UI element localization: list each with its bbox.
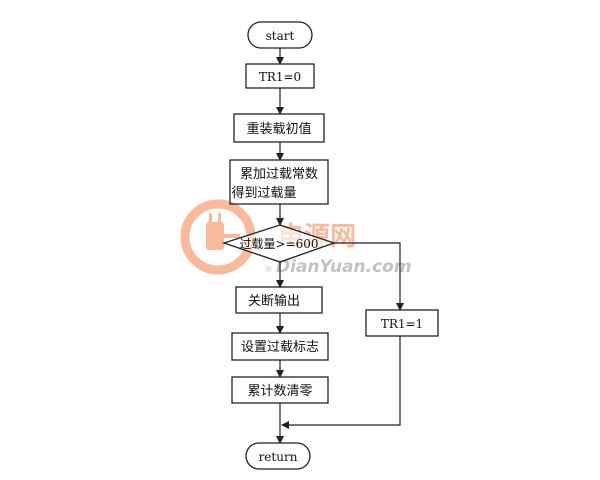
- return-terminator: return: [245, 442, 311, 470]
- start-label: start: [266, 29, 295, 43]
- accumulate-box: 累加过载常数 得到过载量: [229, 159, 329, 205]
- clear-count-box: 累计数清零: [231, 376, 329, 404]
- shutdown-label: 关断输出: [248, 293, 300, 309]
- clear-count-label: 累计数清零: [247, 384, 312, 399]
- tr1-zero-label: TR1=0: [259, 70, 301, 84]
- reload-label: 重装载初值: [246, 121, 311, 137]
- set-flag-box: 设置过载标志: [231, 332, 329, 361]
- watermark-en-text: DianYuan.com: [276, 257, 412, 277]
- reload-box: 重装载初值: [233, 113, 325, 143]
- tr1-one-label: TR1=1: [381, 317, 423, 331]
- tr1-zero-box: TR1=0: [245, 63, 315, 89]
- arrow-decision-to-tr1-one: [334, 242, 404, 311]
- decision-label: 过载量>=600: [239, 237, 318, 251]
- arrow-tr1-one-to-main: [281, 336, 401, 429]
- shutdown-box: 关断输出: [235, 286, 323, 314]
- tr1-one-box: TR1=1: [365, 309, 439, 337]
- return-label: return: [259, 450, 298, 464]
- set-flag-label: 设置过载标志: [241, 340, 319, 355]
- accumulate-label-line2: 得到过载量: [231, 185, 296, 201]
- start-terminator: start: [247, 21, 313, 49]
- watermark-registered-mark: ®: [264, 265, 273, 275]
- accumulate-label-line1: 累加过载常数: [240, 167, 318, 182]
